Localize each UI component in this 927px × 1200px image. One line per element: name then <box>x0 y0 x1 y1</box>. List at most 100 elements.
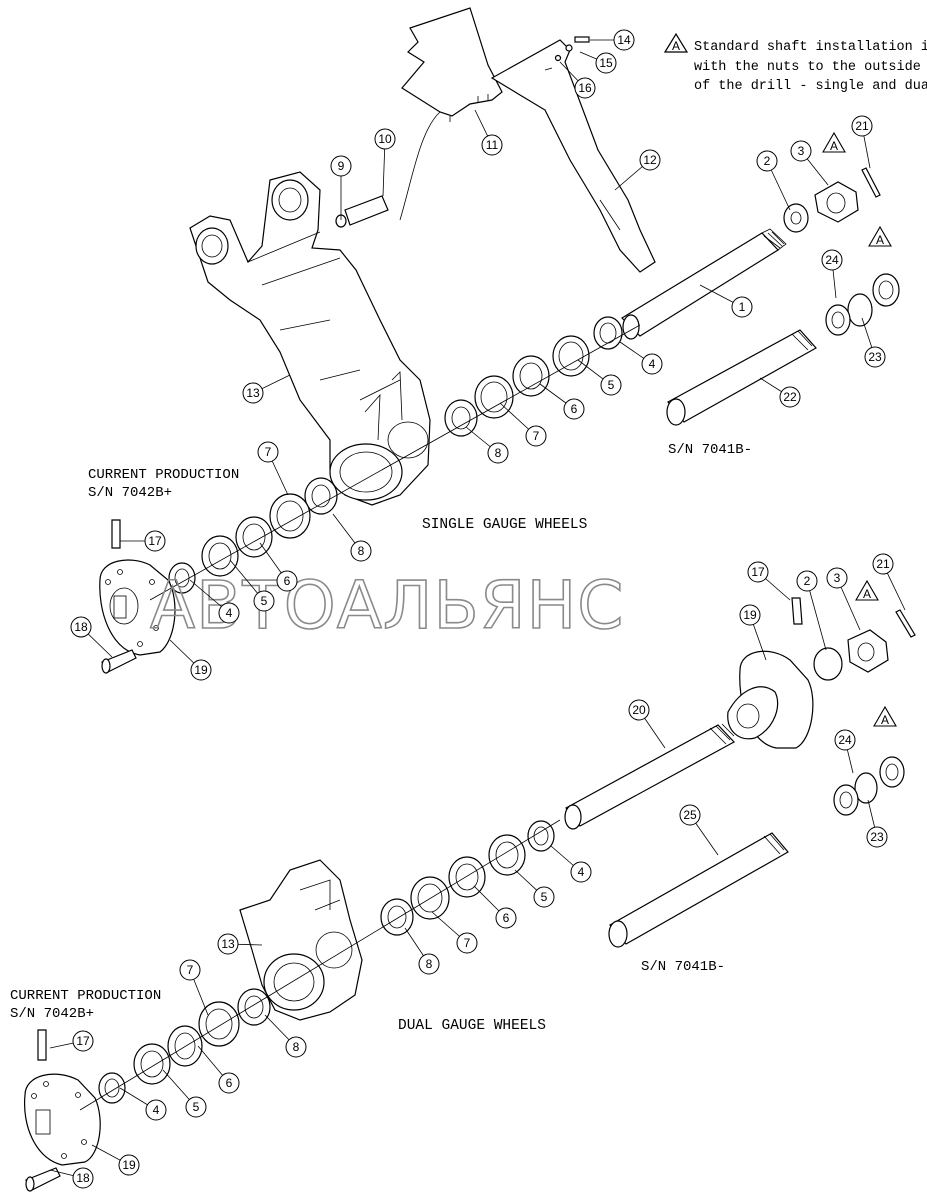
callout-c7d: 7 <box>179 959 209 1016</box>
callout-number: 4 <box>578 865 585 879</box>
callout-number: 7 <box>187 963 194 977</box>
washer-2c <box>813 647 843 681</box>
callout-circle <box>872 553 894 575</box>
callout-circle <box>834 729 856 751</box>
callout-circle <box>821 249 843 271</box>
callout-c19d: 19 <box>91 1144 140 1176</box>
callout-c14: 14 <box>590 29 635 51</box>
callout-number: 8 <box>495 446 502 460</box>
note-reference-t3: A <box>855 579 879 601</box>
callout-circle <box>179 959 201 981</box>
bolt-14 <box>574 36 590 43</box>
callout-circle <box>285 1036 307 1058</box>
seal-5c <box>488 834 526 876</box>
callout-number: 6 <box>571 402 578 416</box>
callout-c4: 4 <box>619 341 663 375</box>
callout-number: 8 <box>358 544 365 558</box>
callout-circle <box>242 382 264 404</box>
callout-number: 21 <box>876 557 890 571</box>
callout-number: 19 <box>743 608 757 622</box>
callout-c8b: 8 <box>332 513 372 562</box>
callout-circle <box>866 826 888 848</box>
dual-gauge-assembly <box>23 597 916 1192</box>
spacer-4d <box>98 1072 126 1104</box>
callout-circle <box>796 570 818 592</box>
callout-number: 19 <box>122 1158 136 1172</box>
callout-circle <box>739 604 761 626</box>
callout-circle <box>639 149 661 171</box>
callout-c17c: 17 <box>747 561 791 601</box>
callout-c4d: 4 <box>119 1087 167 1121</box>
callout-c6: 6 <box>539 383 585 420</box>
callout-c24: 24 <box>821 249 843 299</box>
callout-circle <box>190 659 212 681</box>
reference-letter: A <box>881 713 889 727</box>
callout-c8d: 8 <box>264 1014 307 1058</box>
bracket-11 <box>401 7 503 117</box>
spacer-4c <box>527 820 555 852</box>
callout-number: 17 <box>751 565 765 579</box>
shaft-22 <box>667 329 817 423</box>
nut-3 <box>814 181 859 223</box>
callout-number: 13 <box>221 937 235 951</box>
reference-triangle <box>873 705 897 727</box>
callout-c11: 11 <box>474 109 503 156</box>
single-gauge-caption: SINGLE GAUGE WHEELS <box>422 517 587 533</box>
washer-15 <box>565 44 573 52</box>
callout-circle <box>374 128 396 150</box>
callout-circle <box>747 561 769 583</box>
callout-number: 6 <box>226 1076 233 1090</box>
current-production-sn-dual: S/N 7042B+ <box>10 1006 94 1022</box>
note-line-2: with the nuts to the outside <box>694 60 921 75</box>
callout-c5d: 5 <box>162 1069 207 1118</box>
callout-c20: 20 <box>628 699 666 749</box>
reference-letter: A <box>876 233 884 247</box>
callout-circle <box>864 346 886 368</box>
reference-triangle <box>855 579 879 601</box>
jam-nut-24a <box>872 273 900 307</box>
callout-c2c: 2 <box>796 570 827 651</box>
callout-circle <box>218 1072 240 1094</box>
bearing-6d <box>167 1025 203 1067</box>
race-8c <box>380 898 414 936</box>
callout-number: 7 <box>265 445 272 459</box>
callout-c5c: 5 <box>514 869 555 908</box>
lock-washer-23 <box>847 293 873 327</box>
callout-circle <box>525 425 547 447</box>
callout-c13: 13 <box>242 374 291 404</box>
callout-circle <box>481 134 503 156</box>
callout-c15: 15 <box>579 51 617 74</box>
callout-circle <box>641 353 663 375</box>
shaft-20 <box>565 724 735 827</box>
callout-c21c: 21 <box>872 553 906 611</box>
callout-number: 24 <box>838 733 852 747</box>
callout-number: 4 <box>153 1103 160 1117</box>
callout-number: 23 <box>868 350 882 364</box>
callout-number: 19 <box>194 663 208 677</box>
callout-c4b: 4 <box>189 579 240 624</box>
nut-3c <box>847 629 889 673</box>
callout-c23c: 23 <box>866 799 888 848</box>
bolt-10 <box>344 195 389 226</box>
bearing-6 <box>512 355 550 397</box>
race-8 <box>444 399 478 437</box>
callout-number: 2 <box>764 154 771 168</box>
stud-17 <box>111 519 121 549</box>
spacer-4 <box>593 316 623 350</box>
hub-19 <box>99 559 176 656</box>
callout-circle <box>257 441 279 463</box>
callout-circle <box>253 590 275 612</box>
note-reference-t2: A <box>868 225 892 247</box>
callout-c21: 21 <box>851 115 873 169</box>
note-line-3: of the drill - single and duals. <box>694 79 927 94</box>
callout-c19c: 19 <box>739 604 767 661</box>
callout-number: 13 <box>246 386 260 400</box>
callout-number: 12 <box>643 153 657 167</box>
callout-c2: 2 <box>756 150 791 211</box>
callout-number: 5 <box>541 890 548 904</box>
callout-circle <box>851 115 873 137</box>
callout-circle <box>70 616 92 638</box>
stud-17c <box>791 597 803 625</box>
callout-c23: 23 <box>861 317 886 368</box>
callout-c6d: 6 <box>197 1045 240 1094</box>
